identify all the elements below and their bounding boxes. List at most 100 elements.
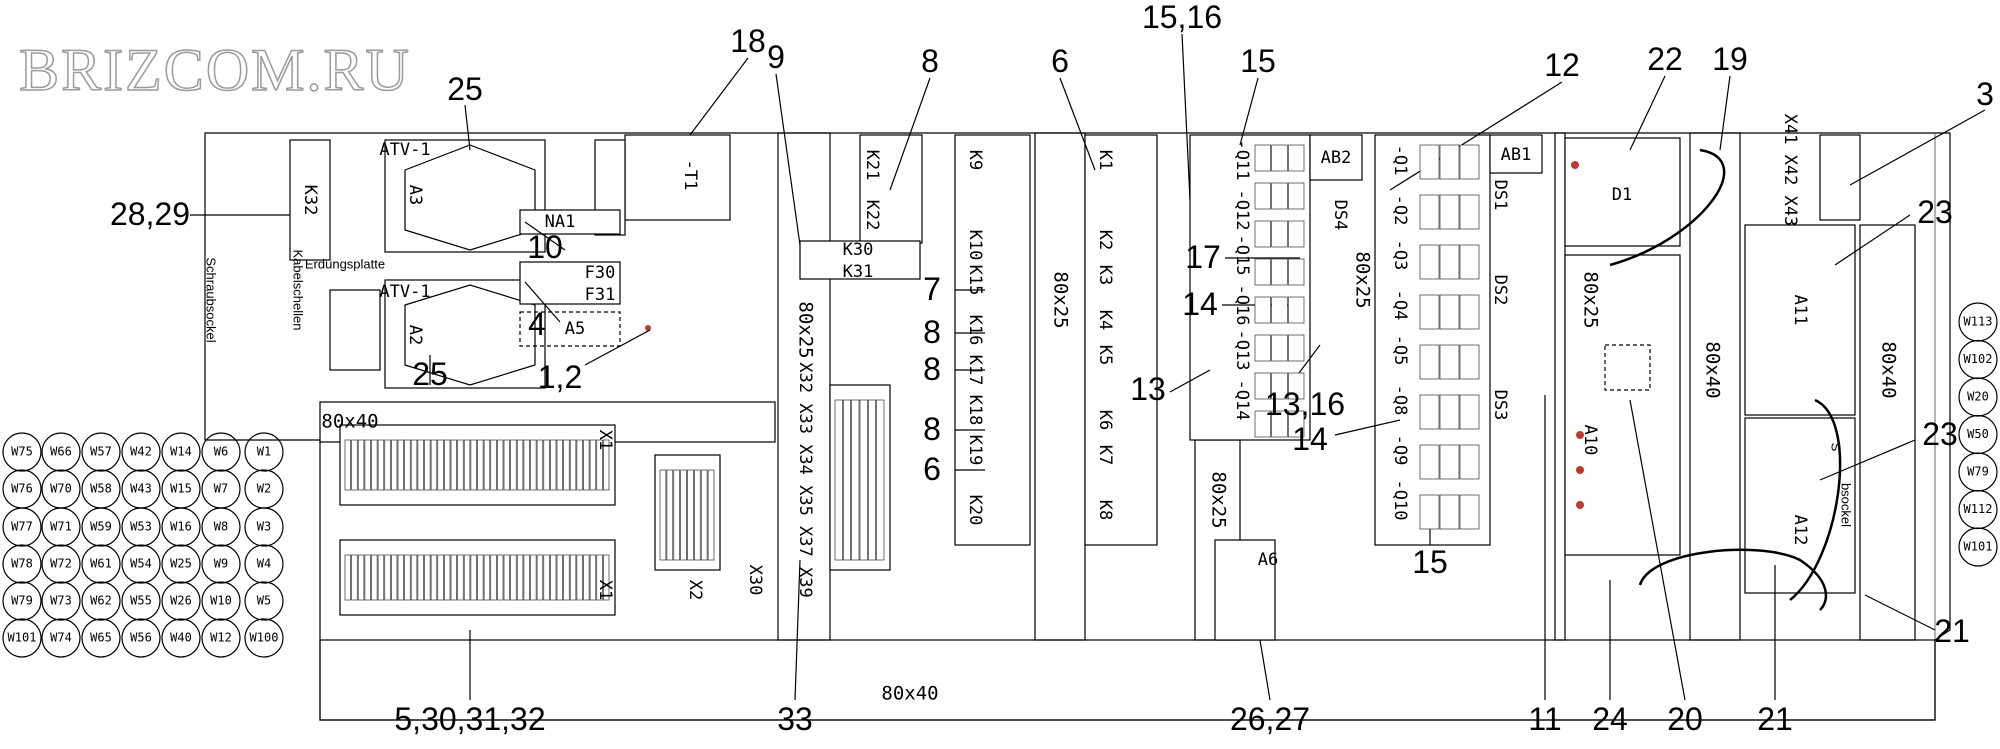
- cable-duct-label: 80x40: [321, 411, 378, 433]
- cable-gland: [244, 581, 284, 621]
- terminal: [859, 399, 868, 561]
- cable-gland-label: W58: [90, 482, 112, 496]
- terminal: [680, 469, 687, 561]
- callout-number: 24: [1592, 701, 1628, 737]
- cable-gland: [41, 432, 81, 472]
- terminal: [1419, 194, 1440, 230]
- terminal: [569, 554, 577, 601]
- terminal: [497, 439, 504, 491]
- callout-number: 6: [923, 451, 941, 487]
- terminal: [450, 439, 457, 491]
- terminal: [1271, 372, 1288, 400]
- cable-gland-label: W50: [1967, 427, 1989, 441]
- terminal: [569, 439, 577, 491]
- callout-number: 18: [730, 23, 766, 59]
- device-label: K6: [1095, 410, 1115, 430]
- cable-gland: [244, 507, 284, 547]
- cable-gland-label: W113: [1964, 315, 1993, 329]
- terminal: [666, 469, 674, 561]
- callout-number: 8: [923, 314, 941, 350]
- leader-line: [464, 104, 471, 151]
- board-a11: [1744, 224, 1856, 416]
- callout-number: 23: [1917, 194, 1953, 230]
- terminal: [536, 554, 544, 601]
- terminal: [867, 399, 877, 561]
- device-label: K10: [965, 230, 985, 261]
- cable-gland-label: W5: [257, 594, 271, 608]
- cable-gland: [201, 544, 241, 584]
- fuse-block: [519, 261, 621, 305]
- terminal: [371, 439, 378, 491]
- terminal: [1254, 258, 1272, 286]
- terminal: [576, 554, 583, 601]
- terminal: [1271, 410, 1288, 438]
- a10-chip: [1604, 344, 1651, 391]
- device-label: NA1: [545, 212, 576, 232]
- terminal: [700, 469, 708, 561]
- terminal: [523, 439, 530, 491]
- device-label: -Q10: [1390, 480, 1410, 521]
- cable-gland: [161, 507, 201, 547]
- terminal: [1254, 372, 1272, 400]
- terminal: [457, 439, 464, 491]
- cable-gland: [81, 432, 121, 472]
- terminal: [576, 439, 583, 491]
- annotation-label: Erdungsplatte: [305, 256, 385, 271]
- cable-gland-label: W6: [214, 445, 228, 459]
- cable-gland-label: W65: [90, 631, 112, 645]
- terminal: [563, 554, 570, 601]
- cable-gland-label: W14: [170, 445, 192, 459]
- cable-gland-label: W72: [50, 557, 72, 571]
- terminal: [1459, 294, 1480, 330]
- cable-gland-label: W12: [210, 631, 232, 645]
- cable: [1789, 398, 1842, 601]
- terminal: [1419, 494, 1440, 530]
- cable-gland: [81, 581, 121, 621]
- cable-gland-label: W20: [1967, 390, 1989, 404]
- annotation-label: bsockel: [1839, 483, 1854, 527]
- cable-gland-label: W25: [170, 557, 192, 571]
- grounding-plate: [329, 289, 381, 371]
- terminal: [430, 439, 438, 491]
- relay-block-k21-k22: [859, 134, 923, 244]
- terminal: [543, 554, 550, 601]
- terminal: [603, 439, 610, 491]
- device-label: K17: [965, 355, 985, 386]
- terminal: [503, 554, 510, 601]
- cable-gland: [2, 544, 42, 584]
- cable-gland-label: W79: [11, 594, 33, 608]
- terminal: [463, 554, 471, 601]
- terminal: [1459, 394, 1480, 430]
- terminal: [1287, 334, 1305, 362]
- leader-line: [794, 559, 801, 701]
- leader-line: [1169, 369, 1211, 393]
- cable-gland-label: W73: [50, 594, 72, 608]
- terminal: [842, 399, 852, 561]
- leader-line: [1239, 77, 1259, 146]
- device-label: -Q14: [1232, 380, 1252, 421]
- cable-gland: [2, 507, 42, 547]
- terminal: [1439, 144, 1460, 180]
- callout-number: 5,30,31,32: [394, 701, 545, 737]
- terminal: [483, 554, 491, 601]
- leader-line: [689, 57, 749, 136]
- leader-line: [1334, 419, 1401, 436]
- device-label: AB2: [1321, 148, 1352, 168]
- terminal: [444, 439, 451, 491]
- cable-gland: [201, 618, 241, 658]
- terminal: [351, 439, 358, 491]
- device-label: K1: [1095, 150, 1115, 170]
- cable-gland-label: W15: [170, 482, 192, 496]
- terminal: [1254, 182, 1272, 210]
- terminal: [463, 439, 471, 491]
- terminal: [1271, 182, 1288, 210]
- terminal: [351, 554, 358, 601]
- board-a10: [1564, 254, 1681, 556]
- terminal: [851, 399, 860, 561]
- cable-gland-label: W16: [170, 520, 192, 534]
- cable-gland-label: W112: [1964, 502, 1993, 516]
- device-label: X32 X33 X34 X35 X37 X39: [795, 362, 815, 597]
- ab1-block: [1489, 134, 1543, 174]
- cable-gland: [121, 618, 161, 658]
- cable-gland-label: W9: [214, 557, 228, 571]
